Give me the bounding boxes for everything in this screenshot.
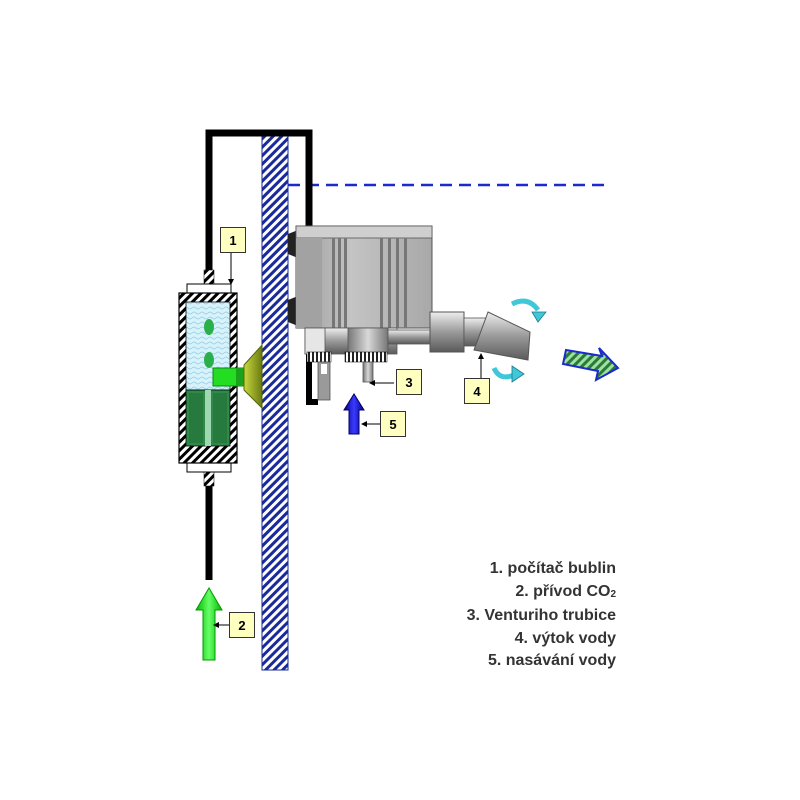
rotation-arrow-icon bbox=[531, 311, 547, 323]
callout-1: 1 bbox=[220, 227, 246, 253]
pump-outlet bbox=[387, 311, 531, 361]
water-intake-arrow-icon bbox=[343, 393, 365, 435]
legend-item-2-text: 2. přívod CO bbox=[515, 582, 611, 600]
leader-arrowhead bbox=[213, 622, 219, 628]
leader-arrowhead bbox=[478, 353, 484, 359]
rotation-arrow-icon bbox=[511, 365, 525, 383]
co2-bubble bbox=[204, 319, 214, 335]
legend: 1. počítač bublin 2. přívod CO2 3. Ventu… bbox=[467, 558, 616, 673]
legend-item-4: 4. výtok vody bbox=[514, 629, 616, 647]
intake-gear bbox=[344, 351, 388, 363]
callout-5: 5 bbox=[380, 411, 406, 437]
co2-supply-arrow-icon bbox=[195, 587, 223, 661]
aquarium-wall bbox=[261, 134, 289, 671]
legend-item-2-subscript: 2 bbox=[610, 588, 616, 600]
co2-bubble bbox=[204, 352, 214, 368]
rotation-arrow-icon bbox=[510, 298, 541, 312]
suction-cup bbox=[243, 343, 263, 410]
legend-item-1: 1. počítač bublin bbox=[489, 560, 616, 577]
legend-item-5: 5. nasávání vody bbox=[487, 652, 616, 669]
legend-item-3: 3. Venturiho trubice bbox=[466, 607, 616, 624]
callout-2: 2 bbox=[229, 612, 255, 638]
intake-gear bbox=[306, 351, 332, 363]
callout-4: 4 bbox=[464, 378, 490, 404]
legend-item-2: 2. přívod CO2 bbox=[467, 581, 616, 606]
venturi-tube bbox=[362, 361, 374, 383]
leader-arrowhead bbox=[361, 421, 367, 427]
pump-intake-assembly bbox=[304, 327, 398, 401]
outlet-nozzle bbox=[473, 311, 531, 361]
water-outflow-arrow-icon bbox=[561, 347, 620, 382]
pump-head bbox=[295, 225, 433, 329]
leader-arrowhead bbox=[228, 279, 234, 285]
callout-3: 3 bbox=[396, 369, 422, 395]
leader-arrowhead bbox=[369, 380, 375, 386]
